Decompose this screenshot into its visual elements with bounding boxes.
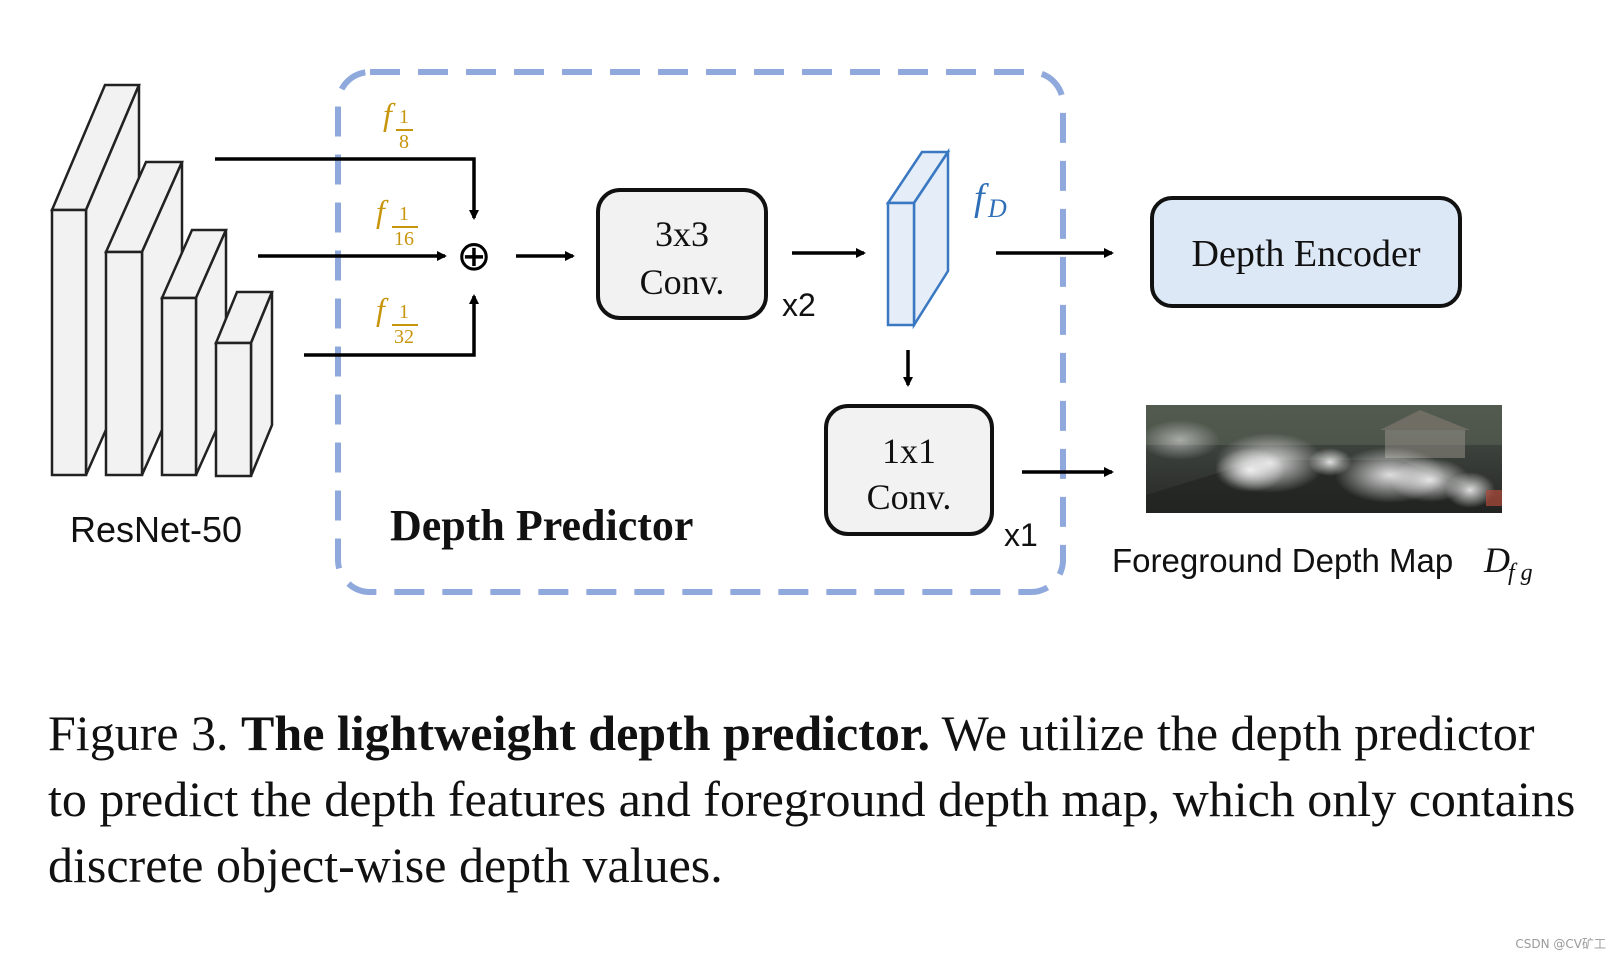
fd-label-main: f — [974, 177, 989, 219]
feature-label-1-8: f 1 8 — [383, 96, 413, 153]
depth-feature-map — [885, 147, 951, 330]
feature-label-numerator: 1 — [399, 301, 409, 323]
backbone-label: ResNet-50 — [70, 509, 242, 550]
depth-map-symbol-main: D — [1483, 540, 1510, 580]
feature-label-1-16: f 1 16 — [376, 193, 418, 250]
depth-encoder-block: Depth Encoder — [1150, 196, 1462, 308]
feature-label-1-32: f 1 32 — [376, 291, 418, 348]
feature-label-denominator: 8 — [399, 131, 409, 153]
depth-map-symbol-subscript: f g — [1508, 560, 1533, 586]
conv1x1-block: 1x1 Conv. — [824, 404, 994, 536]
feature-label-numerator: 1 — [399, 203, 409, 225]
conv3x3-label-line2: Conv. — [640, 262, 725, 302]
depth-predictor-frame — [335, 69, 1066, 595]
depth-predictor-title: Depth Predictor — [390, 501, 693, 550]
conv1x1-label-line1: 1x1 — [882, 431, 936, 471]
foreground-depth-map-image — [1140, 405, 1502, 513]
figure-caption: Figure 3. The lightweight depth predicto… — [48, 700, 1578, 898]
caption-body: We utilize the depth predictor to predic… — [48, 705, 1576, 893]
resnet-backbone — [50, 83, 274, 478]
watermark: CSDN @CV矿工 — [1515, 937, 1606, 951]
caption-figure-number: Figure 3. — [48, 705, 229, 761]
feature-label-symbol: f — [383, 96, 396, 132]
caption-title: The lightweight depth predictor. — [241, 705, 930, 761]
feature-label-numerator: 1 — [399, 106, 409, 128]
fd-label-subscript: D — [987, 194, 1007, 223]
conv3x3-label-line1: 3x3 — [655, 214, 709, 254]
feature-label-symbol: f — [376, 193, 389, 229]
feature-arrows — [215, 157, 479, 357]
conv1x1-label-line2: Conv. — [867, 477, 952, 517]
depth-predictor-diagram: ResNet-50 Depth Predictor f 1 8 f 1 16 f… — [50, 69, 1533, 595]
conv3x3-repeat-label: x2 — [782, 287, 816, 323]
conv1x1-repeat-label: x1 — [1004, 517, 1038, 553]
feature-label-denominator: 16 — [394, 228, 414, 250]
feature-label-denominator: 32 — [394, 326, 414, 348]
backbone-block-4 — [214, 290, 274, 478]
sum-operator-icon: ⊕ — [456, 231, 491, 280]
conv3x3-block: 3x3 Conv. — [596, 188, 768, 320]
feature-label-symbol: f — [376, 291, 389, 327]
depth-map-label: Foreground Depth Map — [1112, 542, 1453, 579]
depth-encoder-label: Depth Encoder — [1192, 233, 1421, 275]
